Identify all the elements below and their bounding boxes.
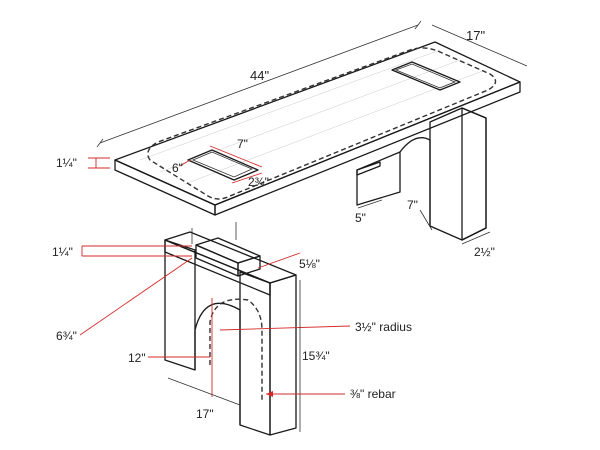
label-leg-width: 17" (196, 407, 214, 421)
label-top-length: 44" (250, 68, 269, 83)
bench-top (114, 41, 521, 216)
label-rebar: ⅜" rebar (350, 387, 396, 401)
top-rebar-dashed (147, 47, 497, 200)
leg-rebar-dashed (209, 298, 263, 400)
assembled-leg (356, 107, 487, 241)
dimension-lines (79, 20, 528, 432)
label-leg-height: 15¾" (302, 349, 330, 363)
label-top-thickness: 1¼" (56, 156, 77, 170)
label-tenon-width: 5⅛" (299, 257, 320, 271)
label-leg-depth: 6¾" (56, 329, 77, 343)
top-slot-front (187, 149, 259, 181)
label-slot-depth: 2¾" (248, 175, 269, 189)
label-slot-length: 7" (237, 137, 248, 151)
label-tenon-height: 1¼" (52, 245, 73, 259)
dimension-labels: 44" 17" 1¼" 7" 6" 2¾" 5" 7" 2½" 1¼" 5⅛" … (52, 28, 495, 421)
label-slot-width: 6" (172, 161, 183, 175)
label-arch-height: 12" (128, 351, 146, 365)
label-leg-foot-width: 5" (355, 211, 366, 225)
label-leg-thickness: 2½" (474, 245, 495, 259)
label-top-width: 17" (466, 28, 485, 43)
label-arch-radius: 3½" radius (355, 320, 412, 334)
top-grain (139, 49, 486, 185)
exploded-leg (164, 222, 297, 436)
top-slot-back (391, 61, 461, 91)
label-leg-foot-height: 7" (407, 198, 418, 212)
